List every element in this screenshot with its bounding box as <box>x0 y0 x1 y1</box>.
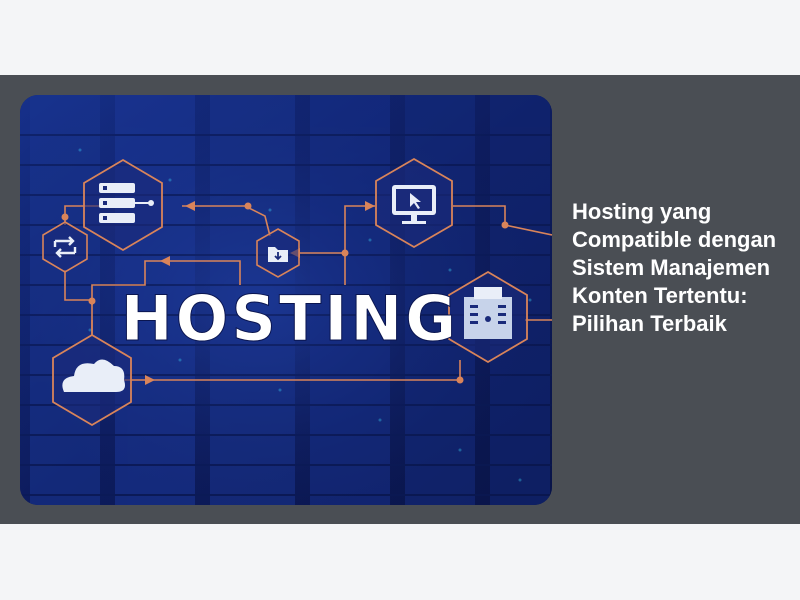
server-rack-background <box>20 95 552 505</box>
article-title[interactable]: Hosting yang Compatible dengan Sistem Ma… <box>572 199 777 336</box>
cloud-icon <box>52 333 132 427</box>
monitor-cursor-icon <box>375 157 453 249</box>
server-rack-icon <box>83 158 163 252</box>
download-folder-icon <box>256 228 300 278</box>
hosting-word: HOSTING <box>121 282 459 355</box>
sync-arrows-icon <box>42 221 88 273</box>
hero-image[interactable]: HOSTING <box>20 95 552 505</box>
server-tower-icon <box>448 270 528 364</box>
hosting-illustration: HOSTING <box>20 95 552 505</box>
article-card: HOSTING Hosting yang Compatible dengan S… <box>0 75 800 524</box>
